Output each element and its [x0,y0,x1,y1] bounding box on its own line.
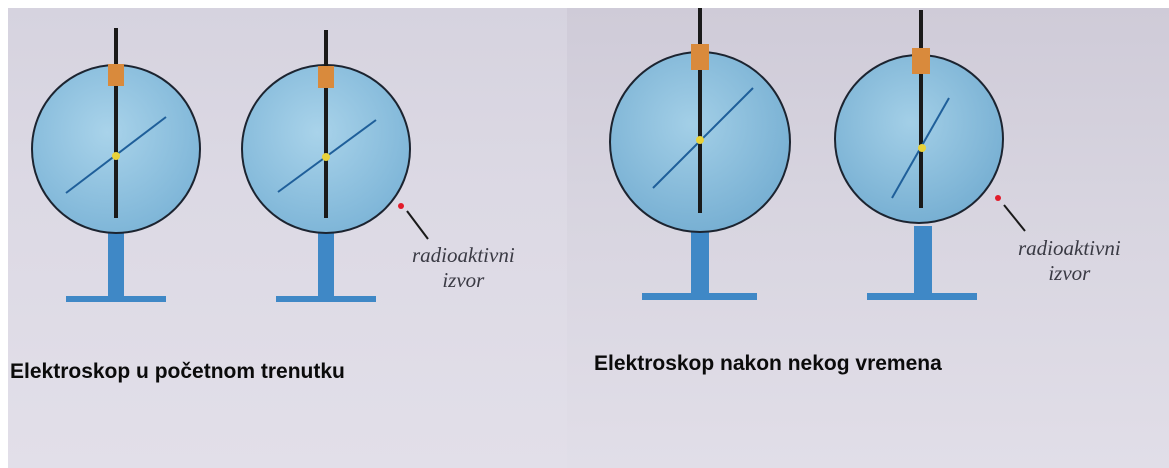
electroscope-rod [919,10,923,208]
radioactive-source-label: radioaktivni izvor [412,243,515,293]
radioactive-source-dot [398,203,404,209]
source-label-line2: izvor [442,268,485,292]
pivot-dot [696,136,704,144]
electroscope-clamp [691,44,709,70]
electroscope-1 [31,28,201,302]
caption-initial: Elektroskop u početnom trenutku [10,360,345,383]
pivot-dot [322,153,330,161]
stand-post [318,232,334,298]
source-pointer-line [406,210,429,240]
stand-base [276,296,376,302]
radioactive-source-dot [995,195,1001,201]
panel-after: radioaktivni izvor Elektroskop nakon nek… [567,8,1169,468]
electroscope-2 [241,30,411,302]
electroscope-clamp [912,48,930,74]
radioactive-source-label: radioaktivni izvor [1018,236,1121,286]
electroscopes-after [609,8,1026,300]
source-pointer-line [1003,204,1026,232]
stand-base [642,293,757,300]
stand-base [867,293,977,300]
pivot-dot [918,144,926,152]
panel-initial: radioaktivni izvor Elektroskop u početno… [8,8,567,468]
stand-post [691,226,709,296]
pivot-dot [112,152,120,160]
electroscopes-initial [31,28,429,302]
stand-post [108,232,124,298]
electroscope-3 [609,8,791,300]
source-label-line1: radioaktivni [412,243,515,267]
electroscope-rod [698,8,702,213]
electroscope-4 [834,10,1004,300]
caption-after: Elektroskop nakon nekog vremena [594,352,942,375]
source-label-line1: radioaktivni [1018,236,1121,260]
stand-post [914,226,932,296]
stand-base [66,296,166,302]
source-label-line2: izvor [1048,261,1091,285]
electroscope-rod [114,28,118,218]
electroscope-clamp [318,66,334,88]
electroscope-clamp [108,64,124,86]
electroscope-rod [324,30,328,218]
